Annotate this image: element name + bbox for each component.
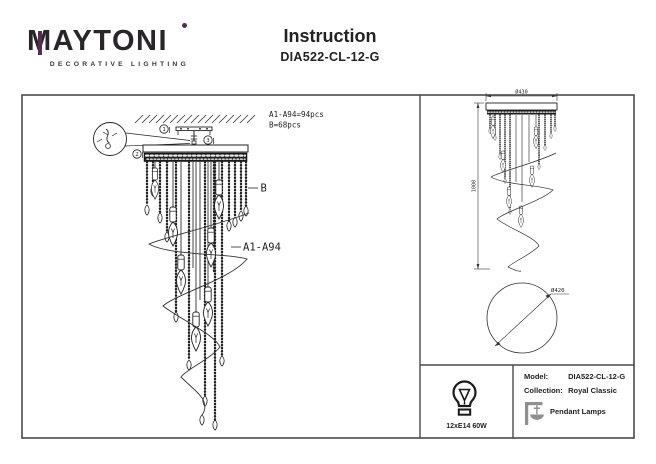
collection-value: Royal Classic — [568, 386, 617, 395]
title-block: Instruction DIA522-CL-12-G — [230, 26, 430, 64]
parts-line1: A1-A94=94pcs — [269, 110, 324, 119]
bulb-spec: 12xE14 60W — [446, 423, 487, 430]
maytoni-logo: MAYTONI DECORATIVE LIGHTING — [27, 23, 197, 73]
chain-label-b: B — [261, 183, 267, 195]
category-label: Pendant Lamps — [550, 407, 606, 416]
hanging-stem — [190, 130, 198, 146]
canopy-diameter-label: Ø430 — [515, 88, 528, 95]
layout-borders — [21, 94, 635, 439]
parts-count: A1-A94=94pcs B=68pcs — [269, 110, 324, 130]
parts-line2: B=68pcs — [269, 121, 301, 130]
logo-subtitle: DECORATIVE LIGHTING — [49, 61, 189, 68]
leader-b: B — [248, 183, 267, 195]
step-1-number: 1 — [162, 127, 165, 133]
model-code: DIA522-CL-12-G — [280, 50, 380, 64]
logo-accent-bar — [38, 31, 42, 55]
leader-a: A1-A94 — [231, 242, 281, 254]
ceiling-hatch — [134, 114, 256, 124]
model-value: DIA522-CL-12-G — [568, 372, 626, 381]
collection-row: Collection: Royal Classic — [524, 386, 617, 395]
collection-label: Collection: — [524, 386, 563, 395]
step-2-number: 2 — [135, 152, 138, 158]
fixture-diameter-label: Ø420 — [551, 287, 564, 294]
step-3-number: 3 — [206, 138, 209, 144]
pendant-lamp-icon — [525, 402, 544, 425]
canopy — [142, 144, 249, 162]
pendant-rods — [154, 162, 220, 312]
step-callouts: 1 3 2 — [132, 124, 214, 159]
bottom-view: Ø420 — [486, 282, 569, 354]
logo-i-dot — [182, 23, 187, 28]
model-label: Model: — [524, 372, 549, 381]
candle-bulbs — [151, 167, 224, 352]
page-title: Instruction — [283, 26, 377, 46]
logo-text: MAYTONI — [27, 25, 169, 57]
crystal-label-a: A1-A94 — [243, 242, 281, 254]
spiral-garland — [147, 212, 250, 426]
dimension-view: Ø430 1000 — [472, 88, 558, 272]
model-row: Model: DIA522-CL-12-G — [524, 372, 625, 381]
height-label: 1000 — [472, 180, 478, 193]
bulb-icon — [452, 380, 477, 416]
